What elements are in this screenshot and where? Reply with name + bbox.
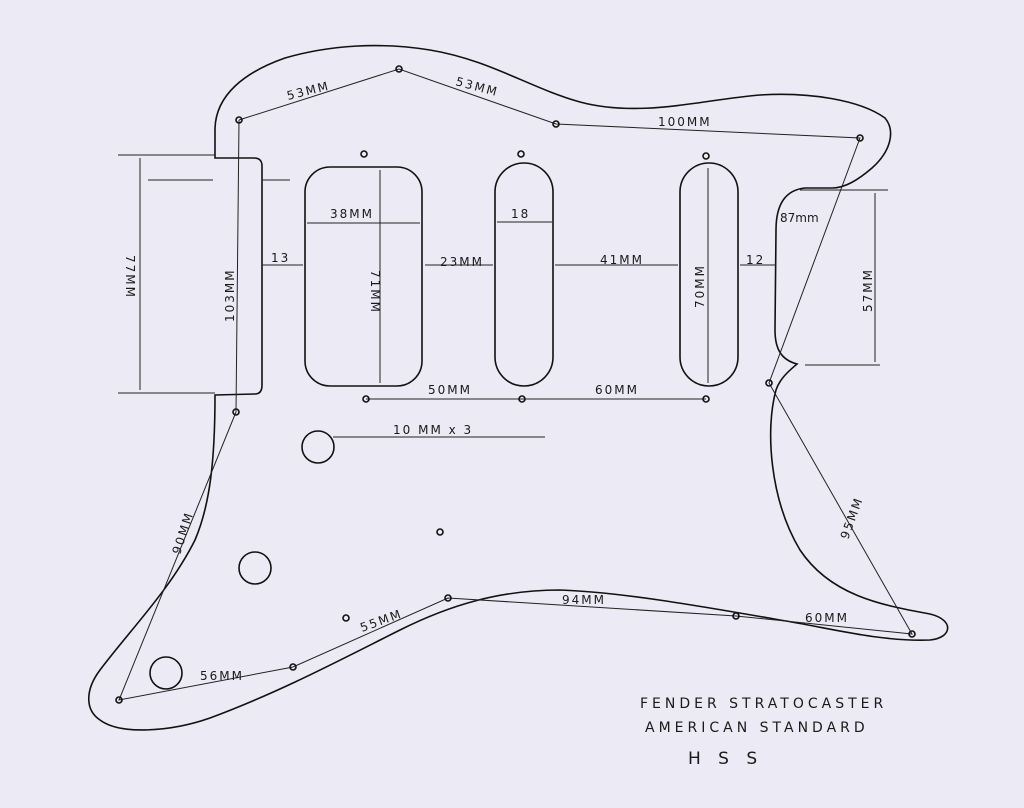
pickguard-outline [87, 44, 949, 731]
title-line-1: FENDER STRATOCASTER [640, 696, 887, 712]
label-bottom-left: 56MM [200, 669, 244, 683]
label-top-right: 100MM [658, 115, 712, 129]
middle-single-cavity [494, 162, 554, 387]
knob-holes [149, 430, 335, 690]
pickup-cavities [304, 162, 739, 387]
label-gap-mid-bridge: 41MM [600, 253, 644, 267]
label-bottom-mid: 94MM [562, 593, 606, 607]
title-line-2: AMERICAN STANDARD [645, 720, 869, 736]
label-hum-height: 71MM [368, 270, 382, 314]
dimension-labels: 53MM 53MM 100MM 87mm 57MM 95MM 60MM 94MM… [123, 74, 875, 683]
label-right-diag: 87mm [780, 211, 819, 225]
label-top-left: 53MM [285, 79, 331, 103]
label-single-width: 18 [511, 207, 530, 221]
bridge-single-cavity [679, 162, 739, 387]
screw-holes [115, 65, 916, 704]
title-block: FENDER STRATOCASTER AMERICAN STANDARD H … [640, 696, 887, 769]
measurement-lines [118, 68, 913, 701]
label-left-diag: 90MM [170, 510, 197, 556]
label-neck-pocket: 77MM [123, 255, 137, 299]
title-line-3: H S S [688, 749, 763, 769]
humbucker-cavity [304, 166, 423, 387]
label-gap-bridge: 12 [746, 253, 765, 267]
label-bottom-right: 60MM [805, 611, 849, 625]
label-knob-holes: 10 MM x 3 [393, 423, 473, 437]
label-right-lower: 95MM [838, 495, 866, 541]
label-right-height: 57MM [861, 268, 875, 312]
label-hole-spacing-2: 60MM [595, 383, 639, 397]
label-left-vertical: 103MM [223, 268, 237, 322]
label-gap-hum-mid: 23MM [440, 255, 484, 269]
label-top-mid: 53MM [454, 74, 500, 99]
label-hum-width: 38MM [330, 207, 374, 221]
label-single-height: 70MM [693, 264, 707, 308]
label-gap-neck: 13 [271, 251, 290, 265]
label-hole-spacing-1: 50MM [428, 383, 472, 397]
